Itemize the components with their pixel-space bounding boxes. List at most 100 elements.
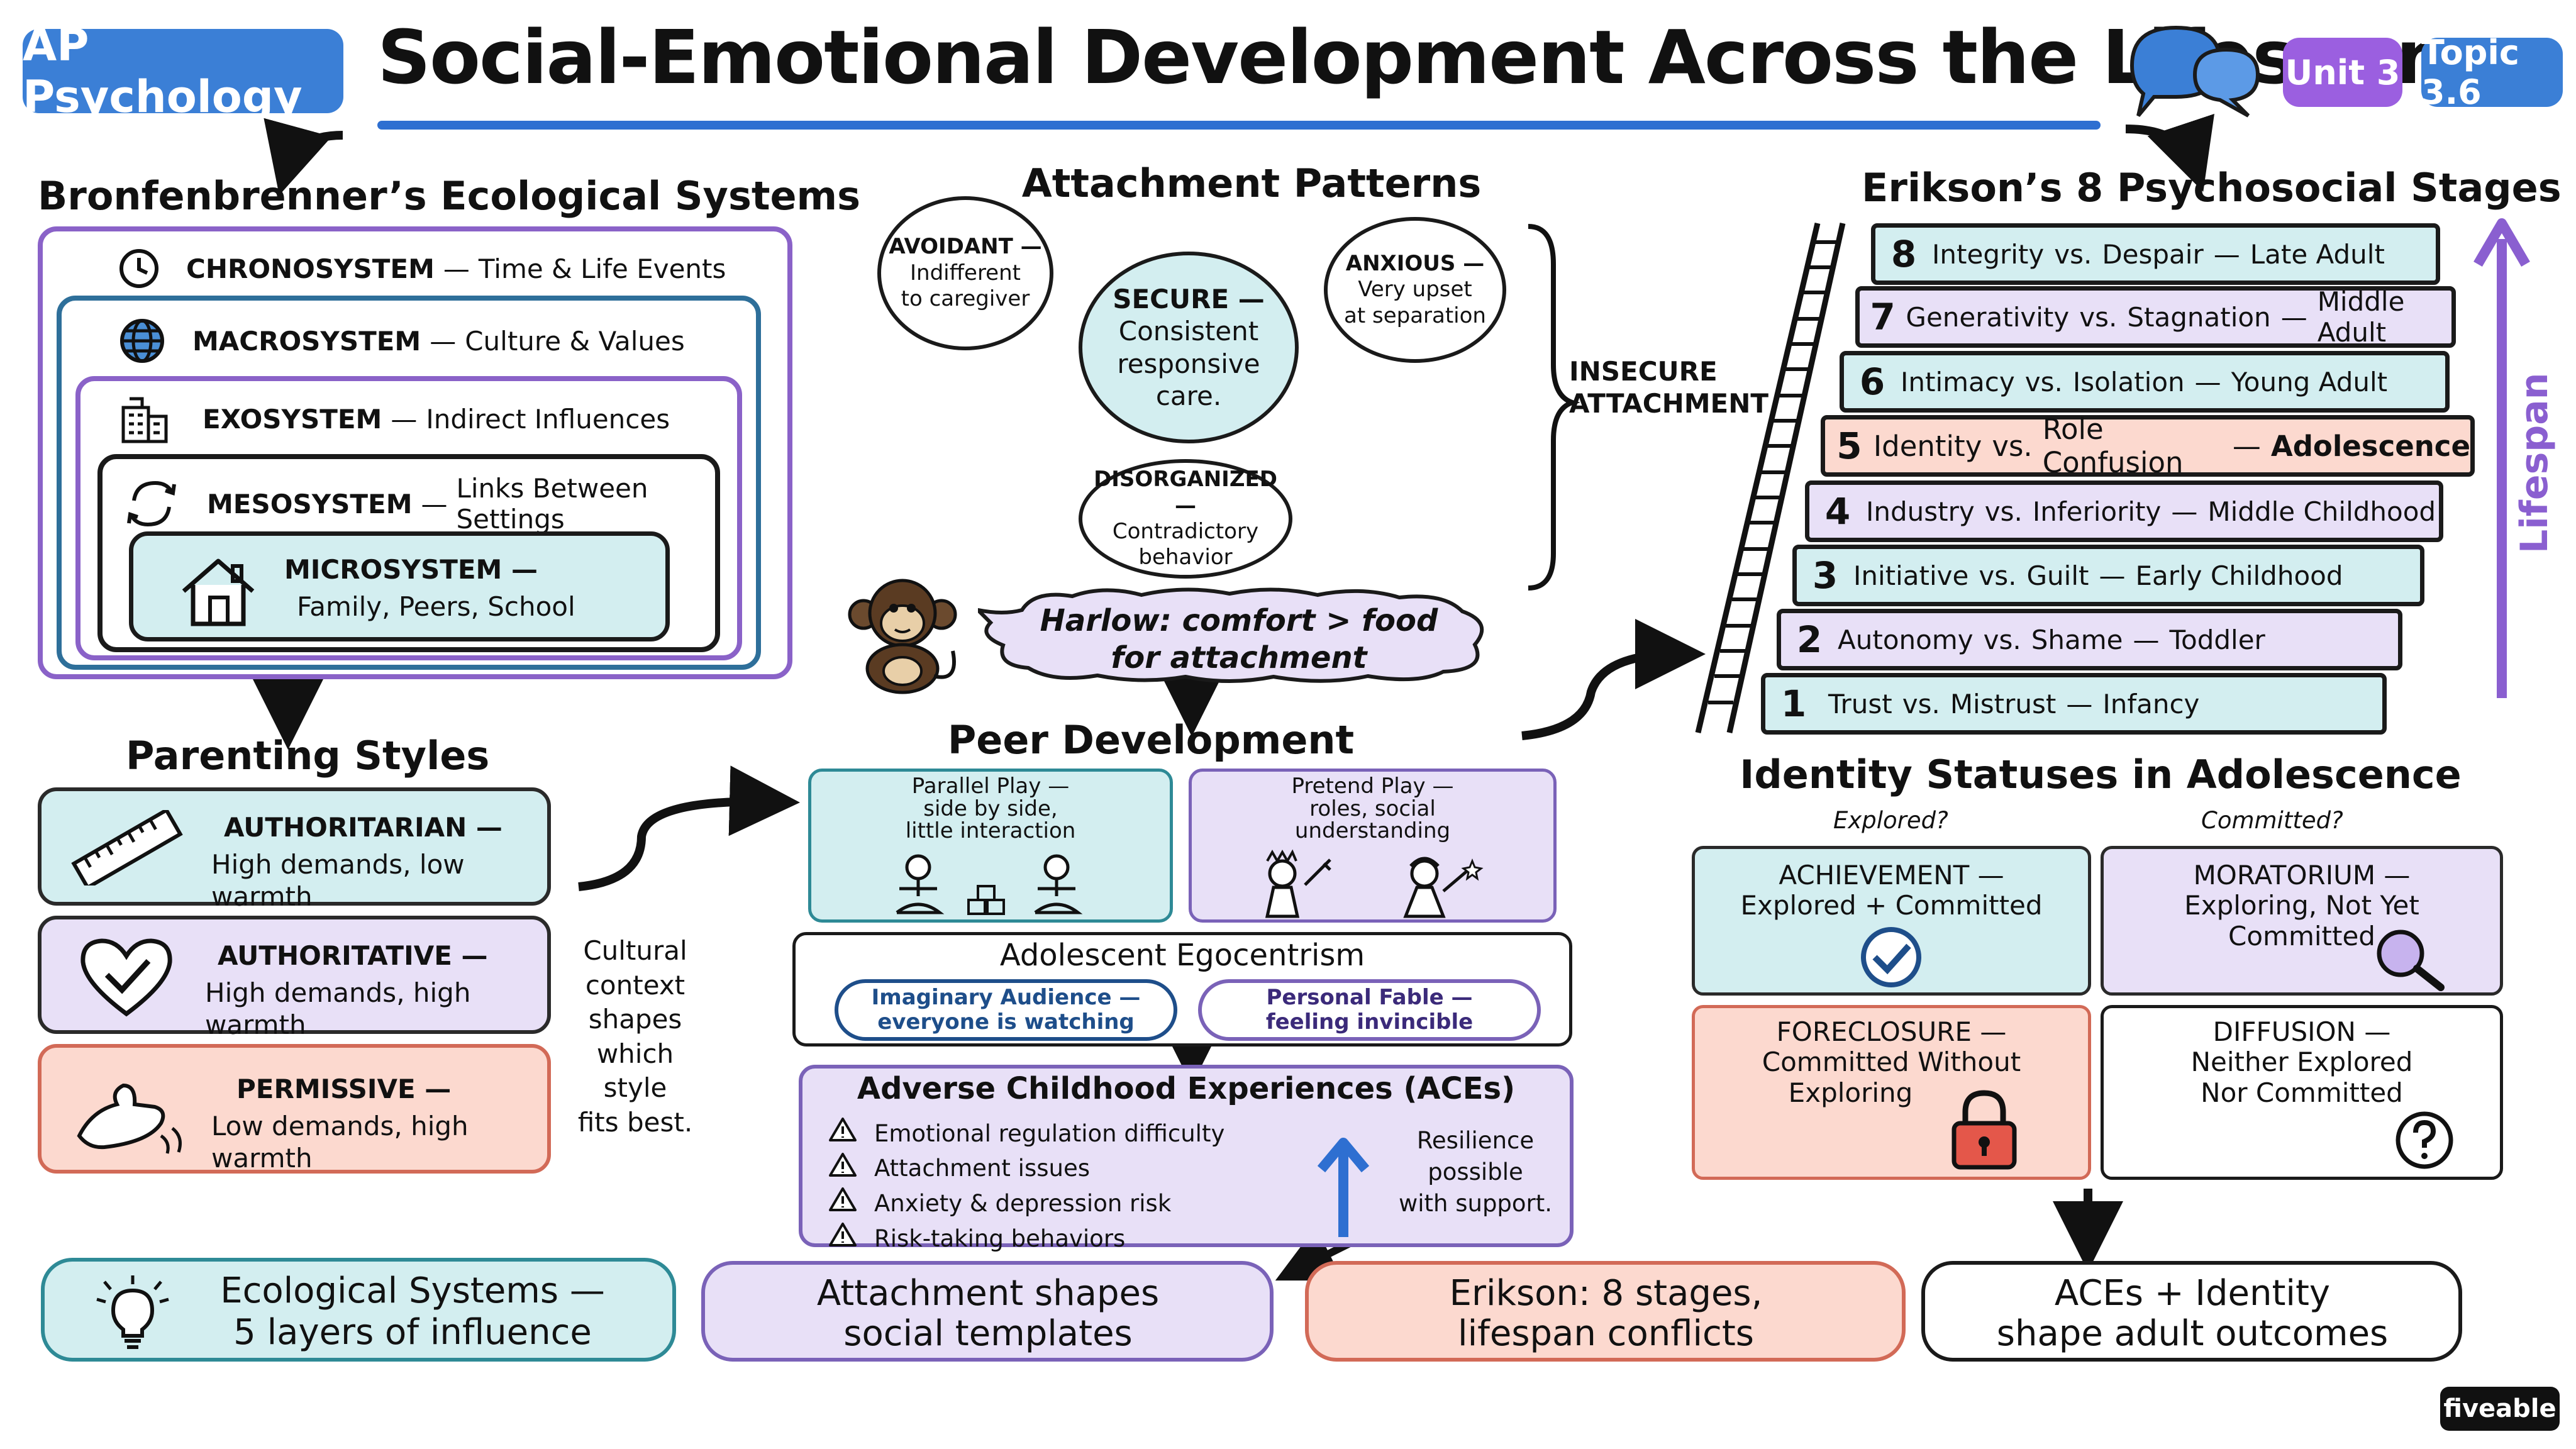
permissive-card: PERMISSIVE — Low demands, high warmth: [38, 1044, 551, 1174]
disorganized-circle: DISORGANIZED — Contradictory behavior: [1079, 459, 1292, 579]
up-arrow-icon: [1315, 1131, 1372, 1238]
building-icon: [118, 394, 171, 444]
mesosystem-desc: Links Between Settings: [456, 473, 648, 535]
moratorium-name: MORATORIUM —: [2193, 860, 2411, 891]
ruler-icon: [67, 808, 186, 891]
foreclosure-card: FORECLOSURE — Committed Without Explorin…: [1692, 1005, 2091, 1180]
bronfenbrenner-title: Bronfenbrenner’s Ecological Systems: [38, 173, 861, 219]
children-parallel-icon: [874, 852, 1113, 921]
summary-aces-line-2: shape adult outcomes: [1996, 1313, 2389, 1355]
macrosystem-desc: Culture & Values: [465, 325, 685, 357]
warning-icon: [828, 1116, 865, 1152]
parenting-title: Parenting Styles: [126, 733, 490, 779]
diffusion-card: DIFFUSION — Neither Explored Nor Committ…: [2101, 1005, 2503, 1180]
microsystem-name: MICROSYSTEM —: [284, 554, 538, 585]
open-hand-icon: [67, 1067, 186, 1161]
dash: —: [421, 488, 448, 519]
harlow-line-1: Harlow: comfort > food: [1040, 603, 1438, 638]
summary-ecological-line-2: 5 layers of influence: [233, 1312, 592, 1353]
chronosystem-layer: CHRONOSYSTEM — Time & Life Events: [38, 226, 792, 679]
dash: —: [430, 325, 457, 357]
mesosystem-layer: MESOSYSTEM — Links Between Settings: [97, 454, 720, 652]
aces-item: Emotional regulation difficulty: [874, 1119, 1225, 1147]
harlow-line-2: for attachment: [1111, 640, 1367, 675]
aces-title: Adverse Childhood Experiences (ACEs): [857, 1071, 1516, 1106]
summary-erikson: Erikson: 8 stages, lifespan conflicts: [1305, 1261, 1906, 1362]
cycle-icon: [121, 475, 182, 532]
summary-erikson-line-2: lifespan conflicts: [1458, 1313, 1754, 1355]
cultural-context-note: Cultural context shapes which style fits…: [577, 935, 693, 1138]
committed-label: Committed?: [2201, 807, 2343, 834]
heart-check-icon: [73, 933, 180, 1021]
macrosystem-layer: MACROSYSTEM — Culture & Values: [57, 296, 761, 670]
topic-badge: Topic 3.6: [2421, 33, 2563, 112]
warning-icon: [828, 1221, 865, 1257]
globe-icon: [117, 316, 167, 366]
summary-erikson-line-1: Erikson: 8 stages,: [1449, 1273, 1763, 1314]
exosystem-name: EXOSYSTEM: [203, 403, 382, 435]
authoritative-desc: High demands, high warmth: [205, 977, 471, 1041]
moratorium-desc-1: Exploring, Not Yet: [2184, 890, 2419, 921]
lightbulb-icon: [92, 1274, 174, 1353]
permissive-desc: Low demands, high warmth: [211, 1111, 469, 1174]
children-pretend-icon: [1230, 847, 1519, 923]
microsystem-layer: MICROSYSTEM — Family, Peers, School: [129, 531, 670, 641]
checkmark-circle-icon: [1852, 924, 1931, 991]
permissive-name: PERMISSIVE —: [236, 1074, 452, 1104]
chronosystem-name: CHRONOSYSTEM: [186, 253, 435, 284]
macrosystem-name: MACROSYSTEM: [192, 325, 421, 357]
unit-badge: Unit 3: [2283, 38, 2402, 107]
summary-aces-line-1: ACEs + Identity: [2054, 1273, 2331, 1314]
speech-bubbles-icon: [2119, 15, 2270, 122]
authoritarian-card: AUTHORITARIAN — High demands, low warmth: [38, 787, 551, 912]
egocentrism-card: Adolescent Egocentrism Imaginary Audienc…: [792, 932, 1572, 1046]
moratorium-card: MORATORIUM — Exploring, Not Yet Committe…: [2101, 846, 2503, 996]
authoritarian-name: AUTHORITARIAN —: [224, 812, 502, 843]
title-underline: [377, 121, 2101, 130]
attachment-title: Attachment Patterns: [1021, 160, 1482, 206]
chronosystem-desc: Time & Life Events: [478, 253, 726, 284]
foreclosure-desc-1: Committed Without: [1762, 1046, 2021, 1078]
egocentrism-title: Adolescent Egocentrism: [999, 938, 1365, 973]
peer-title: Peer Development: [947, 717, 1355, 763]
foreclosure-desc-2: Exploring: [1788, 1077, 1913, 1108]
fiveable-logo: fiveable: [2440, 1387, 2560, 1431]
pretend-play-card: Pretend Play — roles, social understandi…: [1189, 769, 1557, 923]
question-mark-icon: [2393, 1109, 2456, 1172]
mesosystem-name: MESOSYSTEM: [207, 488, 413, 519]
warning-icon: [828, 1186, 865, 1221]
summary-aces-identity: ACEs + Identity shape adult outcomes: [1921, 1261, 2462, 1362]
moratorium-desc-2: Committed: [2228, 920, 2375, 952]
dash: —: [443, 253, 470, 284]
summary-attachment-line-1: Attachment shapes: [816, 1273, 1160, 1314]
warning-icon: [828, 1152, 865, 1187]
explored-label: Explored?: [1833, 807, 1948, 834]
insecure-attachment-label: INSECURE ATTACHMENT: [1569, 356, 1769, 419]
monkey-icon: [840, 575, 965, 695]
aces-card: Adverse Childhood Experiences (ACEs) Emo…: [799, 1065, 1574, 1252]
personal-fable-pill: Personal Fable — feeling invincible: [1198, 979, 1541, 1041]
achievement-desc: Explored + Committed: [1740, 890, 2043, 921]
diffusion-name: DIFFUSION —: [2212, 1016, 2391, 1047]
authoritative-name: AUTHORITATIVE —: [218, 940, 488, 971]
microsystem-desc: Family, Peers, School: [297, 591, 575, 623]
diffusion-desc-1: Neither Explored: [2190, 1046, 2413, 1078]
anxious-circle: ANXIOUS — Very upset at separation: [1324, 217, 1506, 363]
summary-ecological: Ecological Systems — 5 layers of influen…: [41, 1258, 676, 1362]
dash: —: [391, 403, 418, 435]
resilience-note: Resilience possible with support.: [1398, 1127, 1553, 1217]
imaginary-audience-pill: Imaginary Audience — everyone is watchin…: [835, 979, 1177, 1041]
erikson-title: Erikson’s 8 Psychosocial Stages: [1862, 165, 2562, 211]
exosystem-desc: Indirect Influences: [426, 403, 670, 435]
authoritative-card: AUTHORITATIVE — High demands, high warmt…: [38, 916, 551, 1040]
aces-item: Attachment issues: [874, 1155, 1090, 1182]
identity-title: Identity Statuses in Adolescence: [1740, 752, 2462, 797]
summary-attachment: Attachment shapes social templates: [701, 1261, 1274, 1362]
